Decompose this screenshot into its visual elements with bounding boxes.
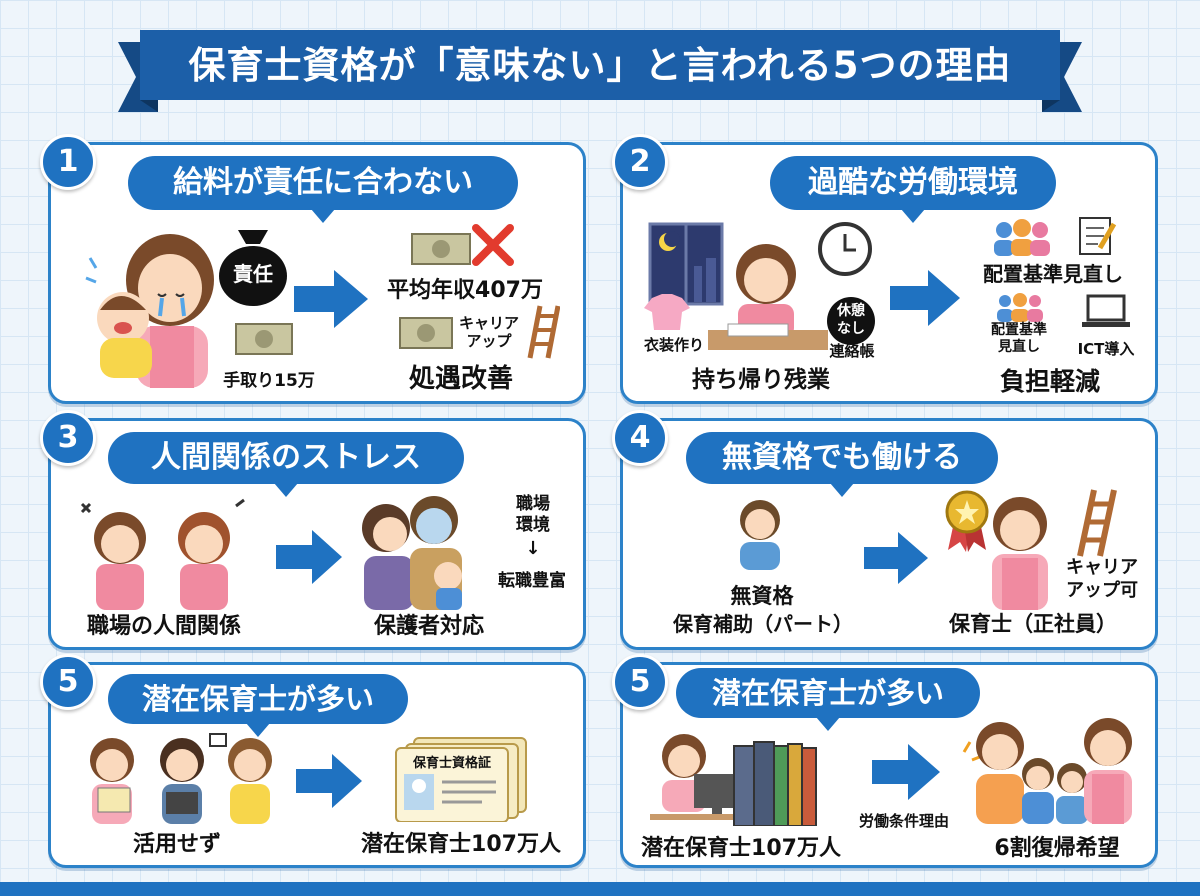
right-arrow-icon (294, 270, 368, 328)
notebook-label: 連絡帳 (829, 342, 875, 360)
card-heading: 無資格でも働ける (686, 432, 998, 497)
right-arrow-icon (296, 754, 362, 808)
overtime-label: 持ち帰り残業 (692, 367, 830, 393)
right-arrow-icon (276, 530, 342, 584)
take-home-label: 手取り15万 (223, 371, 315, 391)
card-number-badge: 2 (612, 134, 668, 190)
bottom-bar (0, 882, 1200, 896)
unqualified-sub-label: 保育補助（パート） (673, 612, 853, 636)
right-arrow-icon (864, 532, 928, 584)
ladder-icon (1070, 488, 1120, 558)
people-group-icon (990, 218, 1054, 256)
bag-label: 責任 (233, 262, 273, 286)
no-break-label: 休憩 なし (837, 303, 865, 337)
right-arrow-icon (890, 270, 960, 326)
latent-label: 潜在保育士107万人 (641, 836, 841, 861)
title-banner: 保育士資格が「意味ない」と言われる5つの理由 (118, 20, 1082, 118)
desk-worker-icon (708, 236, 828, 354)
card-heading: 過酷な労働環境 (770, 156, 1056, 223)
unused-label: 活用せず (132, 832, 221, 857)
page-title: 保育士資格が「意味ない」と言われる5つの理由 (188, 44, 1012, 87)
laptop-icon (1080, 292, 1132, 330)
money-bag-icon (214, 224, 292, 306)
career-label: キャリア アップ可 (1066, 557, 1138, 601)
card-number-badge: 5 (40, 654, 96, 710)
result-label: 処遇改善 (408, 364, 513, 394)
card-heading: 潜在保育士が多い (676, 668, 980, 731)
worried-people-icon (78, 730, 290, 828)
crying-caregiver-icon (78, 218, 228, 388)
card-number-badge: 4 (612, 410, 668, 466)
arguing-staff-icon (74, 498, 250, 610)
desk-worker-icon (650, 730, 750, 820)
result-label: 6割復帰希望 (994, 836, 1120, 861)
card-heading: 給料が責任に合わない (128, 156, 518, 223)
parent-caregiver-icon (350, 486, 474, 610)
license-label: 保育士資格証 (412, 756, 491, 771)
costume-icon (642, 292, 692, 332)
workplace-label: 職場 環境 (516, 494, 550, 535)
banknote-icon (396, 314, 456, 354)
happy-group-icon (958, 712, 1138, 824)
card-heading: 人間関係のストレス (108, 432, 464, 497)
career-label: キャリア アップ (458, 314, 519, 350)
people-group-icon (994, 292, 1046, 322)
banknote-icon (232, 320, 296, 360)
license-cards-icon (392, 736, 528, 822)
qualified-label: 保育士（正社員） (949, 612, 1117, 636)
costume-label: 衣装作り (643, 336, 704, 354)
relations-label: 職場の人間関係 (86, 614, 241, 639)
award-medal-icon (940, 488, 994, 552)
ladder-icon (522, 304, 560, 360)
down-arrow-label: ↓ (525, 538, 541, 559)
banknote-icon (408, 230, 474, 270)
caregiver-icon (980, 492, 1060, 610)
night-window-icon (648, 222, 724, 306)
binders-icon (732, 740, 822, 826)
result-label: 潜在保育士107万人 (361, 832, 561, 857)
reason-label: 労働条件理由 (858, 812, 949, 830)
card-number-badge: 3 (40, 410, 96, 466)
clock-icon (816, 220, 874, 278)
red-cross-icon (470, 222, 516, 268)
card-number-badge: 1 (40, 134, 96, 190)
staffing-label: 配置基準見直し (983, 262, 1123, 286)
result-label: 負担軽減 (999, 367, 1100, 396)
card-number-badge: 5 (612, 654, 668, 710)
staffing-small-label: 配置基準 見直し (991, 322, 1047, 355)
parents-label: 保護者対応 (373, 614, 484, 639)
worker-icon (730, 496, 790, 570)
card-heading: 潜在保育士が多い (108, 674, 408, 737)
right-arrow-icon (872, 744, 940, 800)
unqualified-label: 無資格 (730, 584, 794, 608)
income-label: 平均年収407万 (387, 278, 543, 303)
notepad-icon (1076, 214, 1120, 258)
jobs-label: 転職豊富 (498, 571, 566, 591)
no-break-badge (826, 296, 876, 346)
ict-label: ICT導入 (1077, 340, 1135, 358)
